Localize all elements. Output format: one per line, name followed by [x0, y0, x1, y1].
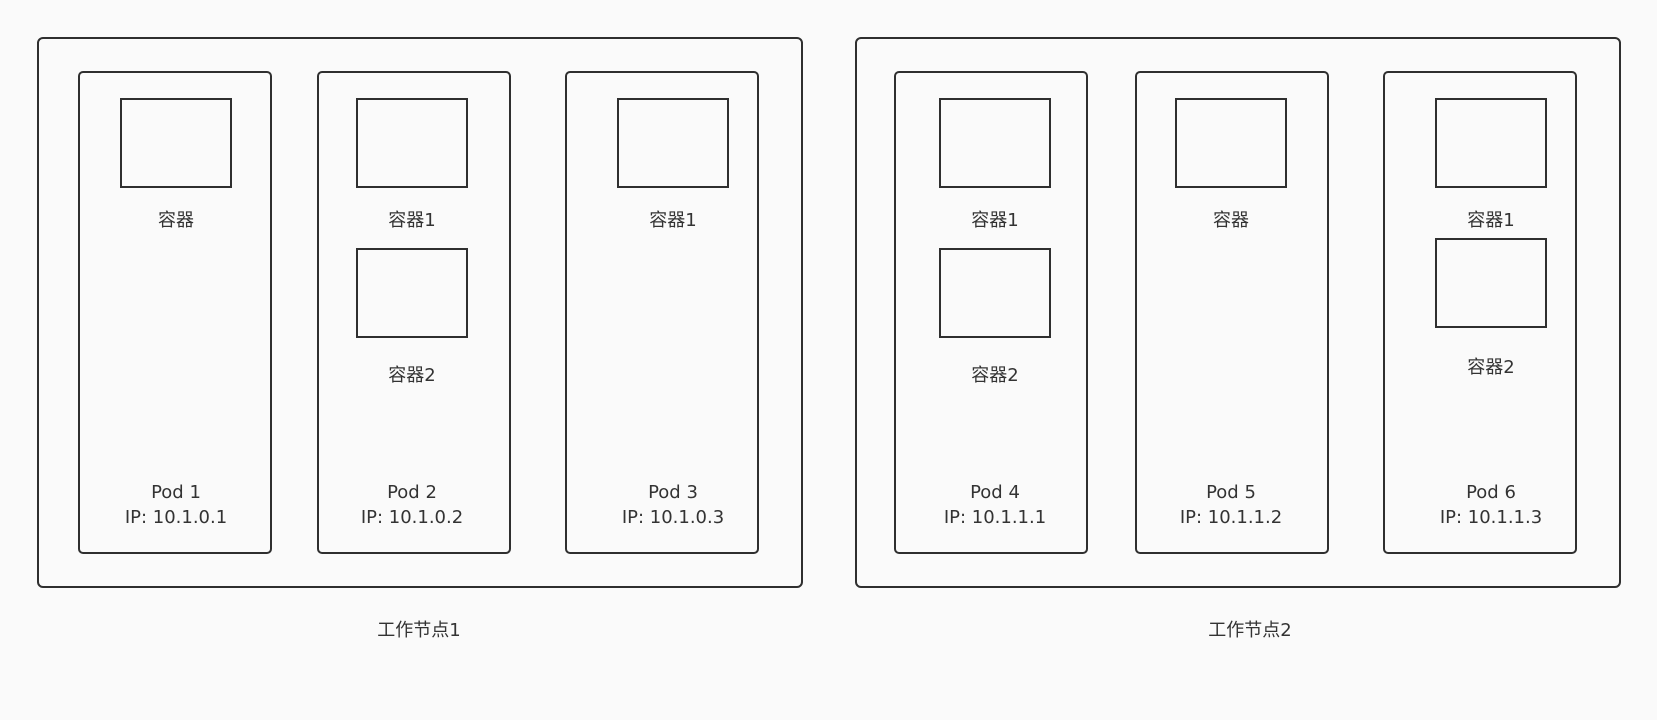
pod-4-container-2-box [939, 248, 1051, 338]
pod-4-name: Pod 4 [970, 482, 1020, 503]
pod-2-container-2-box [356, 248, 468, 338]
pod-2-container-2-label: 容器2 [388, 365, 436, 386]
pod-1-container-box [120, 98, 232, 188]
pod-4-container-1-box [939, 98, 1051, 188]
pod-1-container-label: 容器 [158, 210, 194, 231]
pod-6-name: Pod 6 [1466, 482, 1516, 503]
pod-5-container-box [1175, 98, 1287, 188]
pod-1-ip: IP: 10.1.0.1 [124, 507, 228, 528]
pod-4-container-1-label: 容器1 [971, 210, 1019, 231]
pod-3 [565, 71, 759, 554]
pod-6-container-1-label: 容器1 [1467, 210, 1515, 231]
pod-6-ip: IP: 10.1.1.3 [1439, 507, 1543, 528]
pod-3-ip: IP: 10.1.0.3 [621, 507, 725, 528]
worker-node-2 [855, 37, 1621, 588]
pod-3-container-label: 容器1 [649, 210, 697, 231]
pod-2-name: Pod 2 [387, 482, 437, 503]
pod-2-ip: IP: 10.1.0.2 [360, 507, 464, 528]
pod-1-name: Pod 1 [151, 482, 201, 503]
pod-6-container-2-box [1435, 238, 1547, 328]
worker-node-1 [37, 37, 803, 588]
pod-5-name: Pod 5 [1206, 482, 1256, 503]
pod-6 [1383, 71, 1577, 554]
pod-5-container-label: 容器 [1213, 210, 1249, 231]
pod-1 [78, 71, 272, 554]
pod-2 [317, 71, 511, 554]
pod-2-container-1-label: 容器1 [388, 210, 436, 231]
pod-6-container-1-box [1435, 98, 1547, 188]
pod-6-container-2-label: 容器2 [1467, 357, 1515, 378]
pod-4-container-2-label: 容器2 [971, 365, 1019, 386]
pod-5 [1135, 71, 1329, 554]
pod-3-container-box [617, 98, 729, 188]
pod-2-container-1-box [356, 98, 468, 188]
worker-node-2-label: 工作节点2 [1208, 620, 1292, 641]
pod-4-ip: IP: 10.1.1.1 [943, 507, 1047, 528]
worker-node-1-label: 工作节点1 [377, 620, 461, 641]
pod-4 [894, 71, 1088, 554]
pod-5-ip: IP: 10.1.1.2 [1179, 507, 1283, 528]
pod-3-name: Pod 3 [648, 482, 698, 503]
